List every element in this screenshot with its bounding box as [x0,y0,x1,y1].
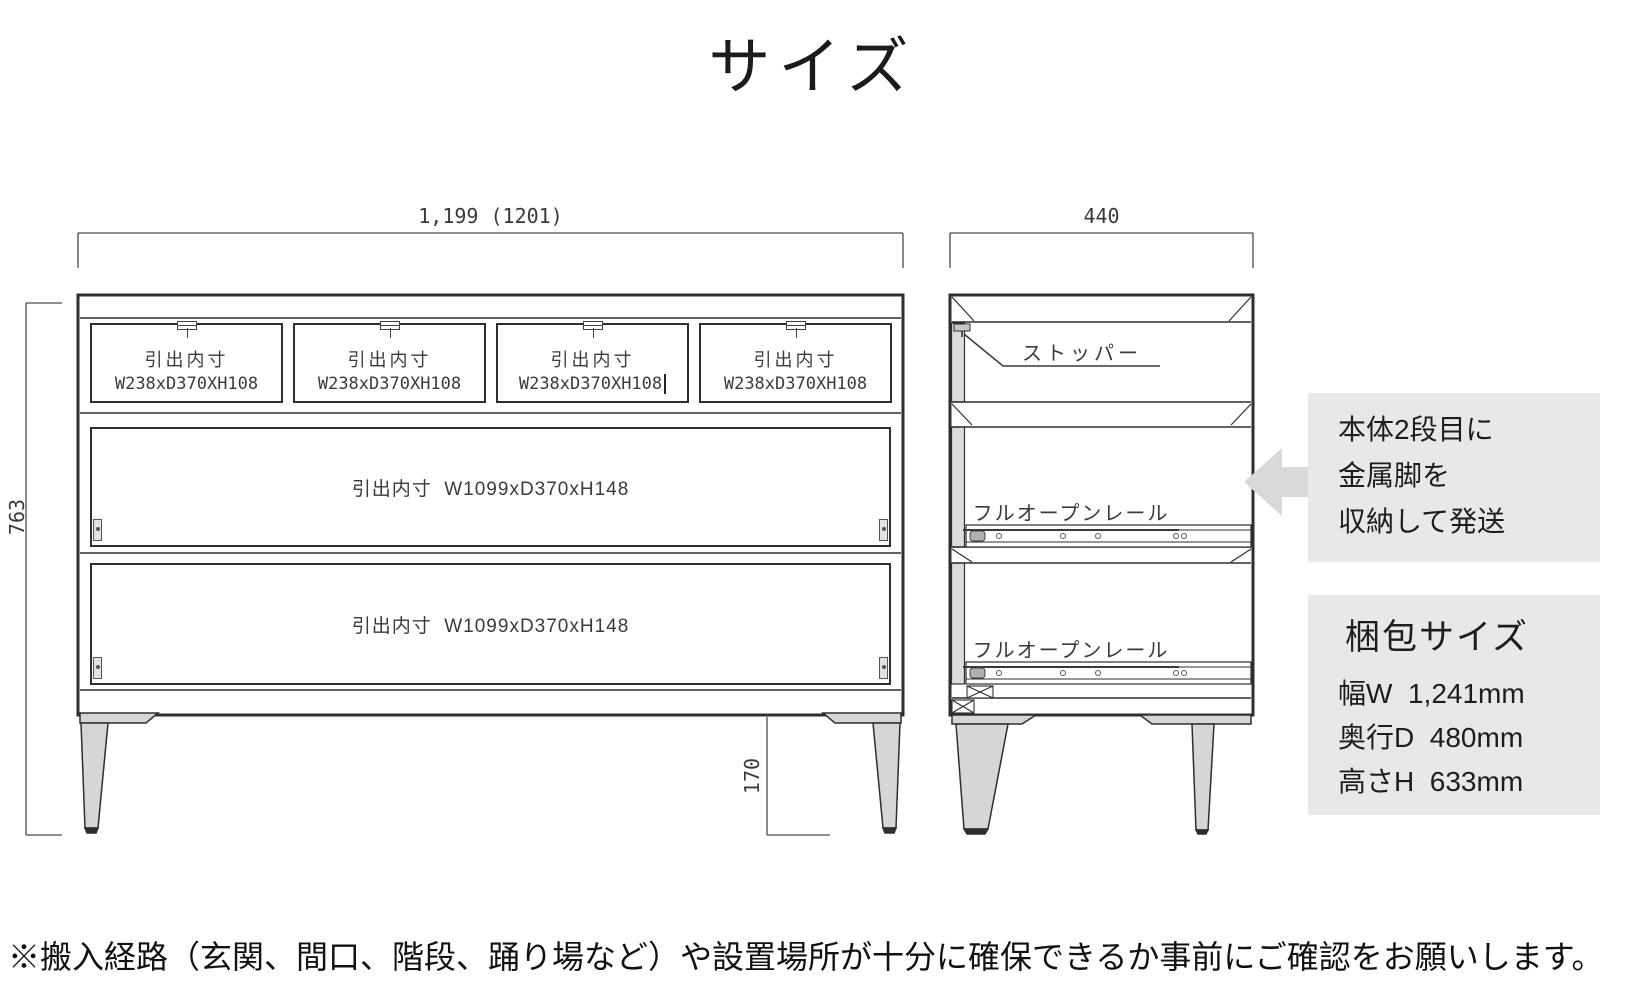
shipping-note-box: 本体2段目に 金属脚を 収納して発送 [1308,393,1600,562]
drawer-knob-icon [379,321,400,338]
large-drawer-2: 引出内寸 W1099xD370xH148 [90,563,891,685]
stopper-label: ストッパー [1022,343,1142,365]
text-cursor-artifact [664,374,667,394]
side-back-leg [1137,714,1252,835]
stopper-icon [953,323,971,337]
shipping-note-line: 本体2段目に [1338,414,1494,445]
cross-section-marks [951,685,994,714]
drawer-knob-icon [176,321,197,338]
front-height-dimension: 763 [5,498,29,536]
drawer-stop-bracket-icon [879,519,888,541]
side-width-dimension-line [949,232,1254,268]
packing-size-title: 梱包サイズ [1345,618,1529,657]
drawer-inner-size-text: W238xD370XH108 [518,374,663,394]
drawer-label: 引出内寸 [753,350,838,370]
leg-height-dimension-line [766,717,830,836]
drawer-knob-icon [785,321,806,338]
side-front-leg [951,714,1039,835]
full-open-rail-label-1: フルオープンレール [963,497,1179,531]
drawer-inner-size: W238xD370XH108 [518,374,667,394]
large-drawer-1: 引出内寸 W1099xD370xH148 [90,427,891,547]
packing-depth-row: 奥行D 480mm [1338,722,1524,753]
drawer-stop-bracket-icon [879,657,888,679]
shipping-note-line: 収納して発送 [1338,506,1506,537]
leg-height-dimension: 170 [740,757,764,795]
small-drawer-4: 引出内寸 W238xD370XH108 [699,321,892,403]
small-drawer-1: 引出内寸 W238xD370XH108 [90,321,283,403]
drawer-inner-size: 引出内寸 W1099xD370xH148 [351,478,630,500]
drawer-label: 引出内寸 [347,350,432,370]
front-height-dimension-line [25,302,62,836]
packing-height-row: 高さH 633mm [1338,766,1524,797]
small-drawer-2: 引出内寸 W238xD370XH108 [293,321,486,403]
drawer-inner-size: 引出内寸 W1099xD370xH148 [351,615,630,637]
side-view-drawing [948,232,1255,835]
small-drawer-3: 引出内寸 W238xD370XH108 [496,321,689,403]
stopper-leader-line [963,333,1160,367]
packing-size-box: 梱包サイズ 幅W 1,241mm 奥行D 480mm 高さH 633mm [1308,595,1600,815]
shipping-callout-arrow [1244,448,1308,516]
drawer-stop-bracket-icon [93,657,102,679]
front-left-leg [79,712,161,834]
side-width-dimension: 440 [1083,204,1120,228]
drawer-label: 引出内寸 [144,350,229,370]
delivery-route-note: ※搬入経路（玄関、間口、階段、踊り場など）や設置場所が十分に確保できるか事前にご… [8,939,1604,975]
drawer-stop-bracket-icon [93,519,102,541]
drawer-inner-size: W238xD370XH108 [317,374,462,394]
shipping-note-line: 金属脚を [1338,460,1451,491]
packing-width-row: 幅W 1,241mm [1338,678,1525,709]
full-open-rail-label-2: フルオープンレール [963,634,1179,668]
side-cabinet-body [948,293,1255,717]
drawer-label: 引出内寸 [550,350,635,370]
front-width-dimension: 1,199 (1201) [418,204,563,228]
drawer-inner-size: W238xD370XH108 [114,374,259,394]
drawer-inner-size: W238xD370XH108 [723,374,868,394]
page-title: サイズ [708,33,917,102]
front-width-dimension-line [77,232,904,268]
front-right-leg [820,712,902,834]
drawer-knob-icon [582,321,603,338]
